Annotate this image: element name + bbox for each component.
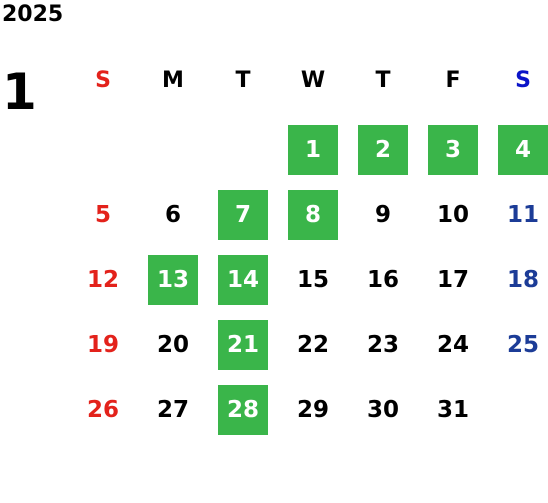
day-cell: 29	[296, 397, 329, 423]
day-cell: 26	[86, 397, 119, 423]
day-cell: 8	[288, 190, 338, 240]
day-cell: 18	[506, 267, 539, 293]
day-cell: 1	[288, 125, 338, 175]
day-cell: 31	[436, 397, 469, 423]
day-cell: 14	[218, 255, 268, 305]
day-cell: 27	[156, 397, 189, 423]
day-cell: 25	[506, 332, 539, 358]
day-cell: 20	[156, 332, 189, 358]
weekday-fri: F	[445, 68, 461, 93]
day-cell: 19	[86, 332, 119, 358]
day-cell: 16	[366, 267, 399, 293]
day-cell: 28	[218, 385, 268, 435]
day-cell: 9	[374, 202, 391, 228]
day-cell: 6	[164, 202, 181, 228]
weekday-mon: M	[162, 68, 184, 93]
day-cell: 24	[436, 332, 469, 358]
day-cell: 13	[148, 255, 198, 305]
day-cell: 15	[296, 267, 329, 293]
day-cell: 30	[366, 397, 399, 423]
day-cell: 3	[428, 125, 478, 175]
day-cell: 2	[358, 125, 408, 175]
day-cell: 10	[436, 202, 469, 228]
weekday-wed: W	[300, 68, 326, 93]
day-cell: 23	[366, 332, 399, 358]
day-cell: 21	[218, 320, 268, 370]
day-cell: 4	[498, 125, 548, 175]
day-cell: 17	[436, 267, 469, 293]
day-cell: 22	[296, 332, 329, 358]
weekday-sat: S	[515, 68, 531, 93]
day-cell: 5	[94, 202, 111, 228]
month-number: 1	[2, 63, 37, 121]
day-cell: 11	[506, 202, 539, 228]
weekday-sun: S	[95, 68, 111, 93]
year-label: 2025	[2, 2, 64, 27]
day-cell: 7	[218, 190, 268, 240]
weekday-thu: T	[375, 68, 391, 93]
weekday-tue: T	[235, 68, 251, 93]
day-cell: 12	[86, 267, 119, 293]
